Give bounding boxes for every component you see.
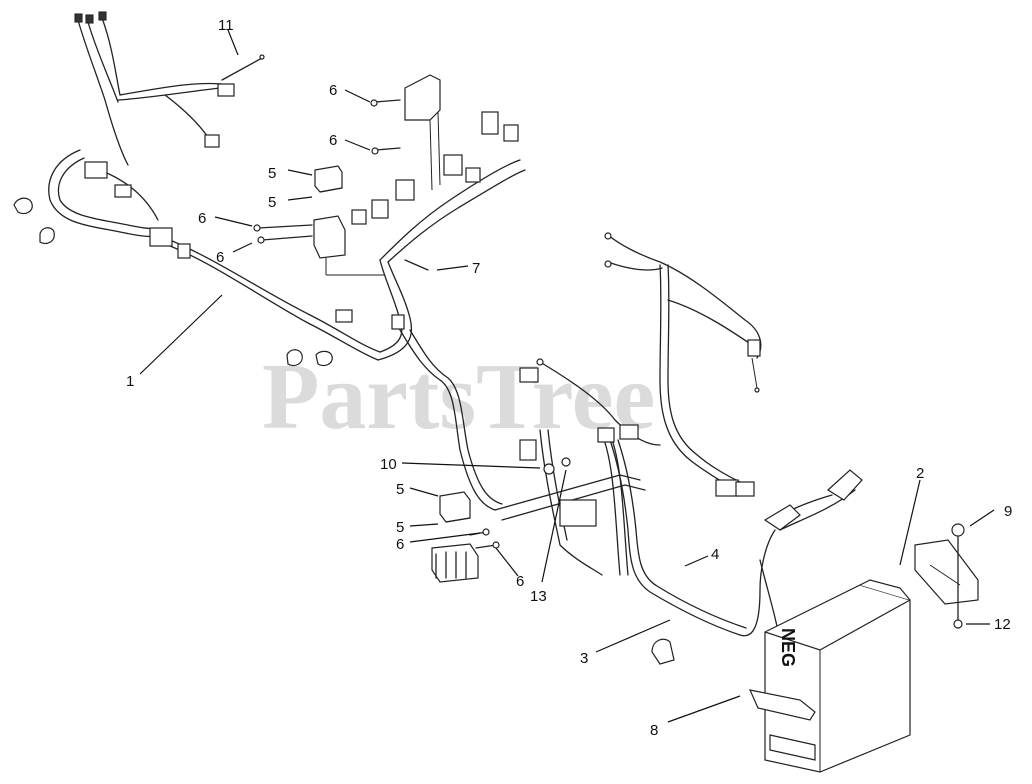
right-harness-branch: [519, 232, 762, 497]
callout-6-c: 6: [198, 210, 206, 227]
connector-upper: [217, 83, 235, 97]
callout-6-d: 6: [216, 249, 224, 266]
callout-7: 7: [472, 260, 480, 277]
callout-6-f: 6: [516, 573, 524, 590]
bolt-head: [951, 523, 965, 537]
fuse-block-lower: [431, 543, 479, 583]
callout-2: 2: [916, 465, 924, 482]
connector-upper-2: [204, 134, 220, 148]
callout-8: 8: [650, 722, 658, 739]
battery: NEG: [748, 579, 911, 773]
nut: [953, 619, 963, 629]
callout-4: 4: [711, 546, 719, 563]
rod: [221, 54, 265, 81]
callout-11: 11: [218, 17, 234, 34]
pin: [404, 259, 429, 271]
lower-frame-harness: [494, 424, 863, 665]
callout-6-b: 6: [329, 132, 337, 149]
callout-13: 13: [530, 588, 547, 605]
clips-left: [13, 197, 333, 367]
callout-5-d: 5: [396, 519, 404, 536]
callout-9: 9: [1004, 503, 1012, 520]
callout-5-a: 5: [268, 165, 276, 182]
screws-upper: [253, 99, 401, 244]
cable-clamp: [651, 638, 675, 665]
callout-6-a: 6: [329, 82, 337, 99]
relays-upper: [314, 165, 343, 193]
callout-3: 3: [580, 650, 588, 667]
fuse-block: [313, 215, 346, 259]
grommet: [149, 227, 173, 247]
battery-neg-label: NEG: [778, 628, 798, 667]
relay-box-center: [559, 499, 597, 527]
leader-lines: [139, 29, 995, 723]
main-wire-harness: [48, 11, 526, 511]
connector-left: [84, 161, 108, 179]
callout-labels: 11 6 6 5 5 6 6 7 1 10 5 5 6 6 13 4 3 8 2…: [126, 17, 1012, 739]
callout-10: 10: [380, 456, 397, 473]
battery-bracket: [914, 523, 979, 629]
callout-6-e: 6: [396, 536, 404, 553]
callout-5-b: 5: [268, 194, 276, 211]
relays-lower: [431, 491, 500, 583]
callout-5-c: 5: [396, 481, 404, 498]
callout-1: 1: [126, 373, 134, 390]
upper-connector-cluster: [313, 74, 519, 276]
callout-12: 12: [994, 616, 1011, 633]
